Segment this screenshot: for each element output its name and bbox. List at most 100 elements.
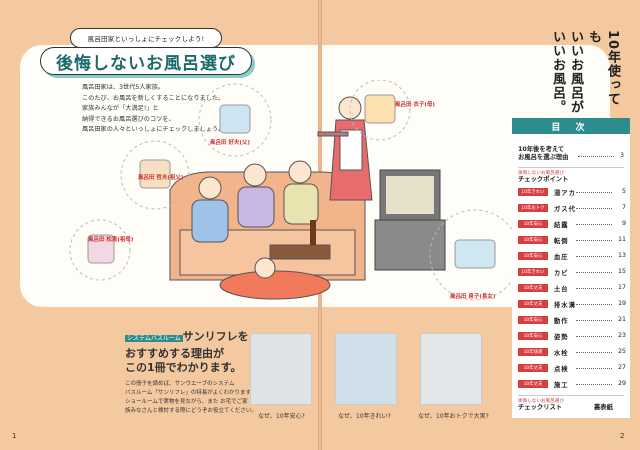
toc-item-label: 水栓 bbox=[554, 350, 569, 357]
intro-line: 風呂田家の人々といっしょにチェックしましょう。 bbox=[82, 126, 224, 133]
reason-body: この冊子を読めば、サンウエーブのシステム バスルーム「サンリフレ」の特長がよくわ… bbox=[125, 380, 310, 416]
toc-item-badge: 10年安心 bbox=[518, 316, 548, 324]
reason-tag: システムバスルーム bbox=[125, 335, 183, 342]
toc-leader bbox=[576, 384, 612, 385]
toc-leader bbox=[576, 320, 612, 321]
photo-caption: なぜ、10年安心? bbox=[258, 413, 305, 420]
reason-line: この1冊でわかります。 bbox=[125, 361, 242, 374]
toc-item-badge: 10年快適 bbox=[518, 348, 548, 356]
photo-caption: なぜ、10年きれい? bbox=[338, 413, 391, 420]
toc-heading: 目 次 bbox=[512, 118, 630, 134]
toc-item-label: 結露 bbox=[554, 222, 569, 229]
toc-item-page: 29 bbox=[617, 380, 626, 387]
toc-item-label: 土台 bbox=[554, 286, 569, 293]
toc-section-label[interactable]: チェックリスト bbox=[518, 404, 563, 411]
vertical-title: 10年使っても いいお風呂が いいお風呂。 bbox=[530, 30, 620, 120]
reason-line: おすすめする理由が bbox=[125, 346, 224, 360]
toc-item-page: 15 bbox=[617, 268, 626, 275]
toc-section-caption: 後悔しないお風呂選び bbox=[518, 399, 564, 404]
character-label: 風呂田 好夫(父) bbox=[210, 140, 250, 146]
toc-leader bbox=[576, 224, 612, 225]
toc-item[interactable]: 10年安心血圧 13 bbox=[518, 252, 626, 261]
reason-heading: システムバスルームサンリフレを おすすめする理由が この1冊でわかります。 bbox=[125, 330, 315, 376]
bathroom-photo bbox=[420, 333, 482, 405]
toc-item-page: 13 bbox=[617, 252, 626, 259]
toc-item-label: ガス代 bbox=[554, 206, 576, 213]
toc-item[interactable]: 10年安心動作 21 bbox=[518, 316, 626, 325]
toc-item[interactable]: 10年快適水栓 25 bbox=[518, 348, 626, 357]
toc-leader bbox=[576, 240, 612, 241]
toc-item-page: 11 bbox=[617, 236, 626, 243]
family-illustration bbox=[69, 80, 521, 301]
intro-line: 風呂田家は、3世代5人家族。 bbox=[82, 84, 165, 91]
toc-item[interactable]: 10年安心転倒 11 bbox=[518, 236, 626, 245]
toc-leader bbox=[576, 288, 612, 289]
toc-item-page: 21 bbox=[617, 316, 626, 323]
header-pill: 風呂田家といっしょにチェックしよう! bbox=[70, 28, 222, 48]
toc-item-label: 転倒 bbox=[554, 238, 569, 245]
reason-line: サンリフレを bbox=[182, 330, 249, 343]
toc-section-caption: 後悔しないお風呂選び bbox=[518, 171, 564, 176]
toc-section-label[interactable]: チェックポイント bbox=[518, 176, 569, 183]
body-line: ショールームで実物を見ながら、また お宅でご家 bbox=[125, 399, 248, 405]
intro-line: このたび、お風呂を新しくすることになりました。 bbox=[82, 94, 225, 102]
intro-text: 風呂田家は、3世代5人家族。 このたび、お風呂を新しくすることになりました。 家… bbox=[82, 83, 232, 136]
character-label: 風呂田 松恵(祖母) bbox=[88, 237, 134, 243]
toc-item-page: 23 bbox=[617, 332, 626, 339]
body-line: バスルーム「サンリフレ」の特長がよくわかります。 bbox=[125, 390, 257, 396]
toc-item-label: 姿勢 bbox=[554, 334, 569, 341]
toc-item-page: 9 bbox=[621, 220, 626, 227]
toc-item-badge: 10年丈夫 bbox=[518, 380, 548, 388]
vertical-title-line: いいお風呂が bbox=[568, 30, 583, 114]
toc-item[interactable]: 10年きれい湯アカ 5 bbox=[518, 188, 626, 197]
toc-item-badge: 10年安心 bbox=[518, 252, 548, 260]
bathroom-photo bbox=[335, 333, 397, 405]
toc-leader bbox=[576, 336, 612, 337]
toc-item[interactable]: 10年丈夫排水溝 19 bbox=[518, 300, 626, 309]
vertical-title-line: 10年使っても bbox=[586, 30, 620, 107]
toc-item-page: 27 bbox=[617, 364, 626, 371]
vertical-title-line: いいお風呂。 bbox=[550, 30, 565, 114]
toc-item-badge: 10年安心 bbox=[518, 236, 548, 244]
toc-divider bbox=[518, 167, 624, 168]
toc-item-page: 7 bbox=[621, 204, 626, 211]
page-number: 2 bbox=[620, 432, 625, 440]
body-line: この冊子を読めば、サンウエーブのシステム bbox=[125, 381, 235, 387]
photo-caption: なぜ、10年おトクで大実? bbox=[418, 413, 489, 420]
toc-item[interactable]: 10年丈夫施工 29 bbox=[518, 380, 626, 389]
toc-item-label: 血圧 bbox=[554, 254, 569, 261]
toc-item-page: 17 bbox=[617, 284, 626, 291]
toc-item-label: 排水溝 bbox=[554, 302, 576, 309]
toc-item-label: 湯アカ bbox=[554, 190, 576, 197]
toc-intro-page: 3 bbox=[620, 152, 625, 159]
intro-line: 納得できるお風呂選びのコツを、 bbox=[82, 115, 175, 123]
toc-item-badge: 10年安心 bbox=[518, 332, 548, 340]
toc-item-page: 5 bbox=[621, 188, 626, 195]
toc-item-label: 点検 bbox=[554, 366, 569, 373]
toc-item-badge: 10年きれい bbox=[518, 268, 548, 276]
toc-item-label: 施工 bbox=[554, 382, 569, 389]
body-line: 族みなさんと検討する際にどうぞお役立てください。 bbox=[125, 408, 257, 414]
toc-item-badge: 10年丈夫 bbox=[518, 300, 548, 308]
toc-divider bbox=[518, 395, 624, 396]
toc-leader bbox=[576, 208, 612, 209]
toc-section-page: 裏表紙 bbox=[594, 404, 613, 411]
toc-item-page: 19 bbox=[617, 300, 626, 307]
toc-leader bbox=[576, 272, 612, 273]
toc-item-label: 動作 bbox=[554, 318, 569, 325]
toc-leader bbox=[578, 156, 614, 157]
toc-item-badge: 10年きれい bbox=[518, 188, 548, 196]
toc-leader bbox=[576, 368, 612, 369]
toc-leader bbox=[576, 352, 612, 353]
toc-leader bbox=[576, 304, 612, 305]
toc-item[interactable]: 10年安心姿勢 23 bbox=[518, 332, 626, 341]
toc-intro-label[interactable]: 10年後を考えて お風呂を選ぶ理由 bbox=[518, 146, 569, 161]
toc-leader bbox=[576, 192, 612, 193]
toc-item-page: 25 bbox=[617, 348, 626, 355]
